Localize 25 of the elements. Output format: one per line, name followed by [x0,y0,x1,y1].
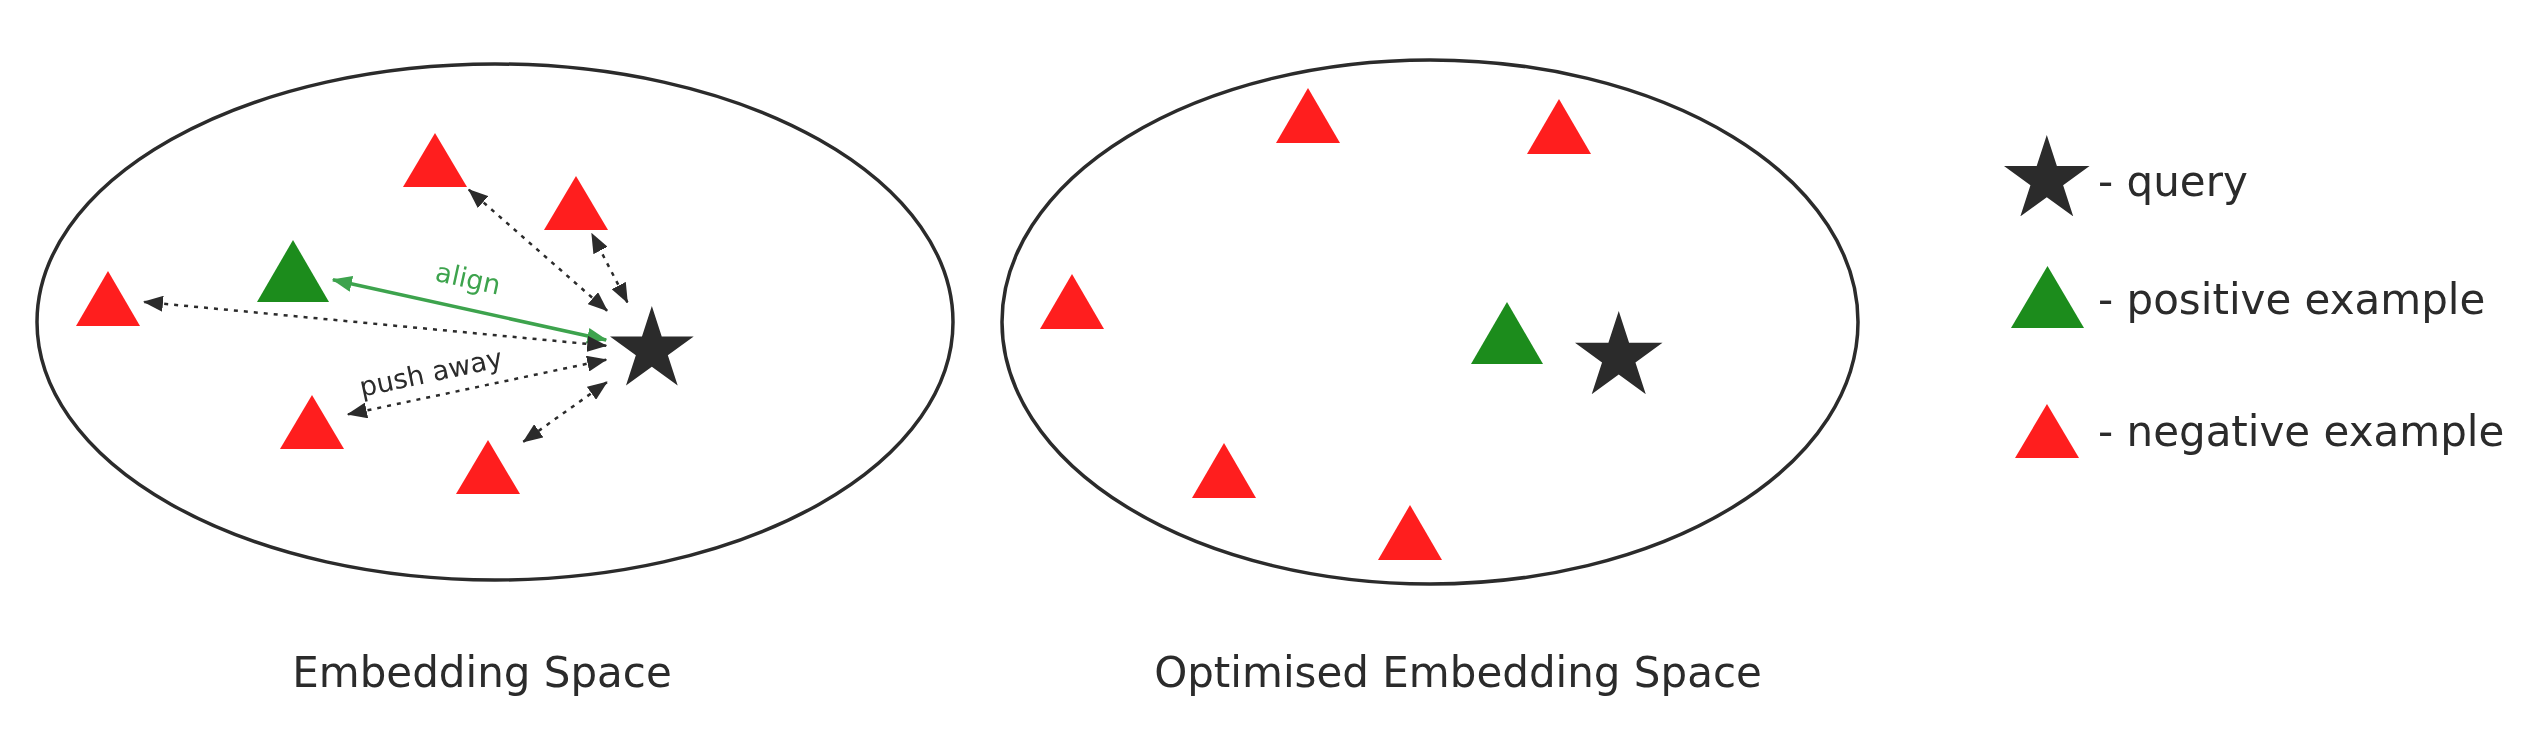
triangle-icon [1471,302,1543,364]
triangle-icon [76,271,140,326]
triangle-icon [1378,505,1442,560]
double-arrow [331,276,608,344]
star-icon [610,306,694,386]
triangle-icon [1276,88,1340,143]
triangle-icon [544,176,608,230]
triangle-icon [280,395,344,449]
dotted-double-arrow [590,232,629,304]
dotted-double-arrow [522,381,608,443]
dotted-double-arrow [346,355,608,419]
triangle-icon [456,440,520,494]
dotted-double-arrow [467,188,608,312]
legend-text: - negative example [2098,407,2505,457]
region-title: Embedding Space [292,648,672,698]
triangle-icon [257,240,329,302]
legend-text: - positive example [2098,275,2486,325]
triangle-icon [1527,99,1591,154]
legend-text: - query [2098,157,2248,207]
triangle-icon [1040,274,1104,329]
dotted-double-arrow [143,295,608,352]
triangle-icon [403,133,467,187]
star-icon [1575,311,1663,395]
region-title: Optimised Embedding Space [1154,648,1762,698]
triangle-icon [1192,443,1256,498]
